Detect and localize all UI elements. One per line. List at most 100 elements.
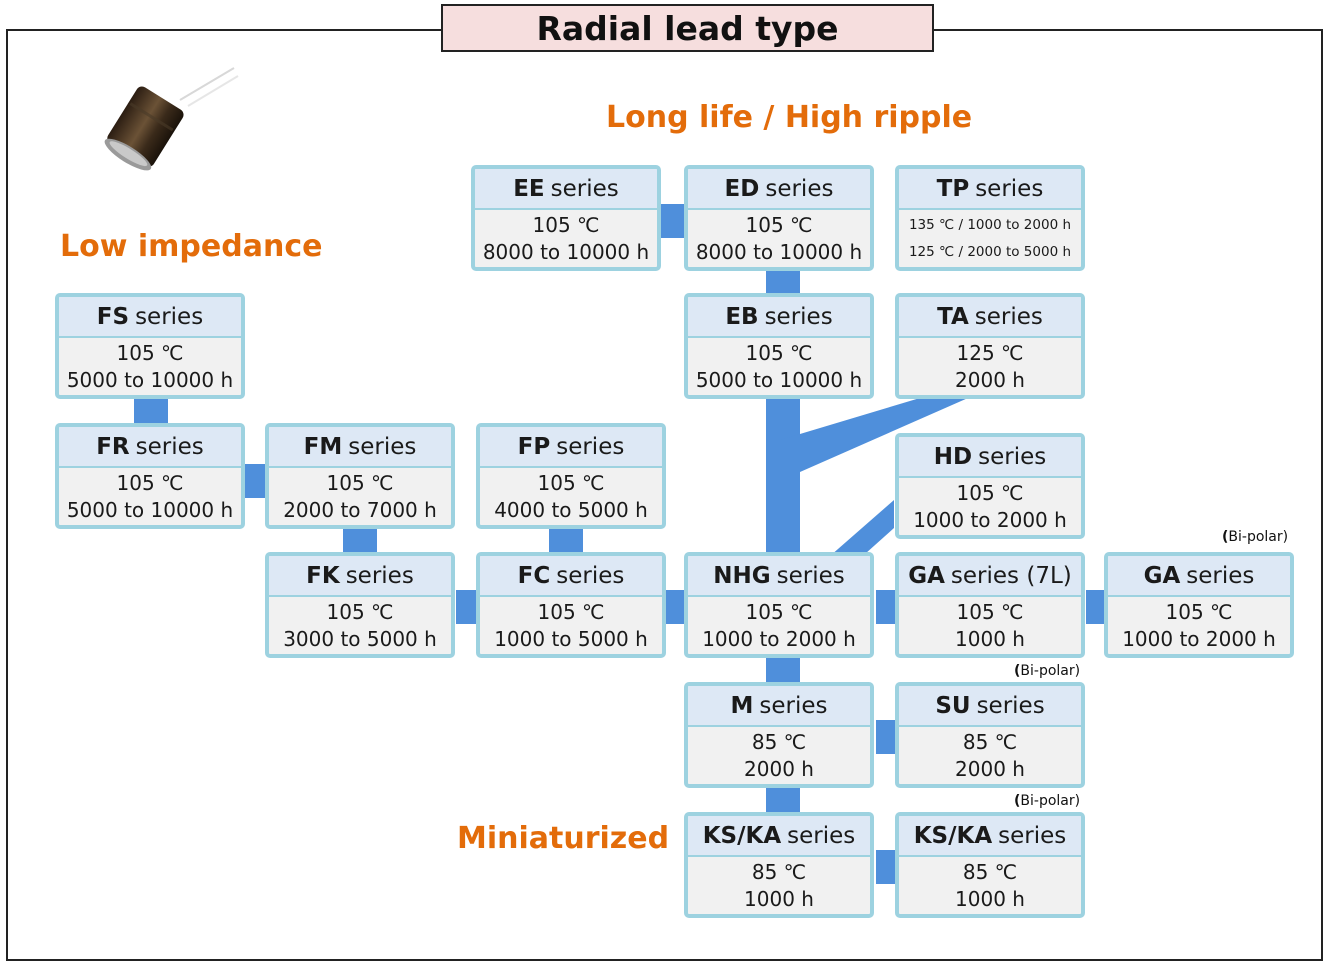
- connector-ga7l-ga: [1086, 590, 1106, 624]
- series-temp: 125 ℃: [956, 340, 1024, 365]
- series-life: 5000 to 10000 h: [66, 367, 234, 392]
- series-word: series: [765, 175, 834, 202]
- series-name: SU: [935, 692, 971, 719]
- series-life: 1000 h: [955, 626, 1025, 651]
- series-temp: 85 ℃: [962, 729, 1018, 754]
- series-life: 1000 to 2000 h: [702, 626, 856, 651]
- connector-eb-nhg: [766, 396, 800, 554]
- series-temp: 105 ℃: [537, 599, 605, 624]
- series-name: ED: [724, 175, 760, 202]
- series-life: 2000 h: [744, 756, 814, 781]
- series-temp: 105 ℃: [116, 470, 184, 495]
- series-life: 1000 to 5000 h: [494, 626, 648, 651]
- series-temp: 105 ℃: [956, 480, 1024, 505]
- series-temp: 85 ℃: [962, 859, 1018, 884]
- series-temp: 105 ℃: [1165, 599, 1233, 624]
- series-word: series: [556, 562, 625, 589]
- series-name: FM: [303, 433, 343, 460]
- series-temp: 105 ℃: [956, 599, 1024, 624]
- section-long-life: Long life / High ripple: [606, 100, 973, 135]
- connector-nhg-m: [766, 656, 800, 684]
- series-life: 2000 to 7000 h: [283, 497, 437, 522]
- series-name: FP: [517, 433, 551, 460]
- series-name: FK: [306, 562, 340, 589]
- series-word: series: [787, 822, 856, 849]
- series-word: series: [975, 175, 1044, 202]
- series-word: series: [974, 303, 1043, 330]
- series-name: FC: [517, 562, 551, 589]
- series-word: series: [759, 692, 828, 719]
- series-life: 3000 to 5000 h: [283, 626, 437, 651]
- bipolar-note-ga: (Bi-polar): [1222, 529, 1289, 545]
- series-name: HD: [933, 443, 973, 470]
- series-name: GA: [908, 562, 945, 589]
- series-word: series: [976, 692, 1045, 719]
- connector-ee-ed: [658, 204, 688, 238]
- connector-fs-fr: [134, 396, 168, 426]
- series-life: 2000 h: [955, 756, 1025, 781]
- series-temp: 105 ℃: [745, 340, 813, 365]
- series-life: 5000 to 10000 h: [66, 497, 234, 522]
- diagram-title: Radial lead type: [441, 4, 934, 52]
- series-temp: 105 ℃: [745, 212, 813, 237]
- series-life: 1000 h: [955, 886, 1025, 911]
- series-name: FR: [96, 433, 130, 460]
- series-word: series: [550, 175, 619, 202]
- series-life: 1000 to 2000 h: [913, 507, 1067, 532]
- section-miniaturized: Miniaturized: [457, 821, 670, 856]
- series-life: 8000 to 10000 h: [695, 239, 863, 264]
- series-suffix: (7L): [1019, 562, 1072, 589]
- series-word: series: [776, 562, 845, 589]
- series-word: series: [978, 443, 1047, 470]
- series-temp: 105 ℃: [532, 212, 600, 237]
- series-name: KS/KA: [913, 822, 993, 849]
- series-name: GA: [1143, 562, 1181, 589]
- series-temp: 85 ℃: [751, 859, 807, 884]
- series-word: series: [135, 433, 204, 460]
- series-word: series: [348, 433, 417, 460]
- connector-fp-fc: [549, 526, 583, 554]
- series-word: series: [950, 562, 1020, 589]
- capacitor-icon: [104, 67, 239, 171]
- connector-ed-eb: [766, 268, 800, 296]
- series-name: NHG: [713, 562, 771, 589]
- series-temp: 105 ℃: [745, 599, 813, 624]
- connector-m-ksk: [766, 786, 800, 814]
- series-life: 4000 to 5000 h: [494, 497, 648, 522]
- series-name: TP: [936, 175, 970, 202]
- series-temp: 105 ℃: [326, 470, 394, 495]
- series-life: 2000 h: [955, 367, 1025, 392]
- series-rating-2: 125 ℃ / 2000 to 5000 h: [908, 243, 1072, 260]
- series-name: M: [730, 692, 754, 719]
- series-temp: 85 ℃: [751, 729, 807, 754]
- series-life: 1000 to 2000 h: [1122, 626, 1276, 651]
- series-name: EE: [513, 175, 545, 202]
- series-word: series: [764, 303, 833, 330]
- series-life: 5000 to 10000 h: [695, 367, 863, 392]
- series-word: series: [135, 303, 204, 330]
- series-name: KS/KA: [702, 822, 782, 849]
- series-word: series: [556, 433, 625, 460]
- series-temp: 105 ℃: [326, 599, 394, 624]
- series-rating-1: 135 ℃ / 1000 to 2000 h: [908, 216, 1072, 233]
- series-name: TA: [937, 303, 969, 330]
